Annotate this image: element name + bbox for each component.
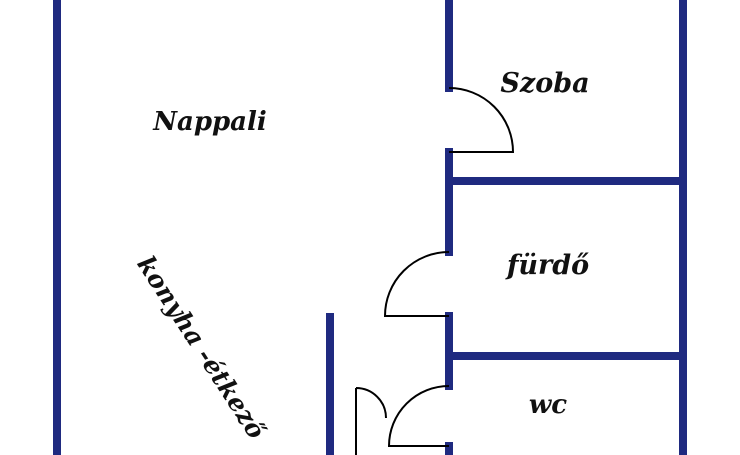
walls — [53, 0, 687, 455]
door-wc — [387, 385, 450, 447]
room-label-szoba: Szoba — [500, 68, 589, 99]
door-entrance — [355, 387, 387, 455]
room-label-wc: wc — [529, 390, 567, 420]
door-furdo — [383, 251, 450, 317]
room-label-nappali: Nappali — [152, 107, 267, 137]
door-szoba — [448, 87, 515, 153]
room-label-furdo: fürdő — [505, 250, 589, 281]
room-label-konyha-etkezo: konyha -étkező — [131, 251, 271, 445]
doors — [355, 87, 515, 455]
